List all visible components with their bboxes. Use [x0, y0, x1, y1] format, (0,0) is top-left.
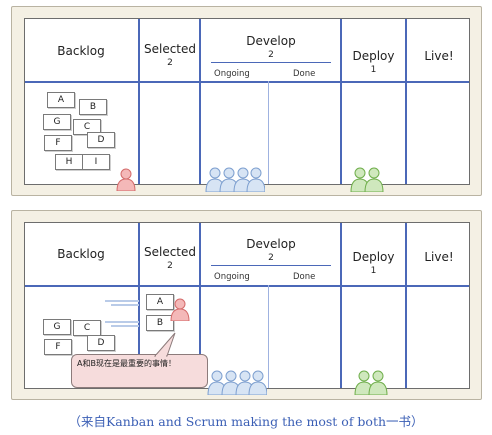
card-d: D	[87, 132, 115, 148]
kanban-panel-top: Backlog Selected 2 Develop 2 Ongoing Don…	[11, 6, 482, 196]
column-divider	[340, 19, 342, 184]
card-f: F	[44, 135, 72, 151]
column-title-backlog: Backlog	[57, 247, 105, 261]
column-title-backlog: Backlog	[57, 44, 105, 58]
subcolumn-done: Done	[293, 272, 316, 282]
people-blue-group-icon	[207, 370, 267, 395]
column-divider	[340, 223, 342, 388]
move-arrows-icon	[105, 300, 139, 327]
column-limit-deploy: 1	[370, 266, 377, 276]
card-h: H	[55, 154, 83, 170]
subcolumn-ongoing: Ongoing	[214, 272, 250, 282]
column-divider	[405, 19, 407, 184]
kanban-panel-bottom: Backlog Selected 2 Develop 2 Ongoing Don…	[11, 210, 482, 400]
column-title-deploy: Deploy	[352, 250, 395, 264]
column-title-develop: Develop	[246, 237, 296, 251]
card-f: F	[44, 339, 72, 355]
header-divider	[25, 81, 469, 83]
people-green-group-icon	[350, 167, 384, 192]
column-title-live: Live!	[424, 49, 454, 63]
subcolumn-divider	[268, 285, 269, 388]
card-c: C	[73, 320, 101, 336]
card-b: B	[146, 315, 174, 331]
column-limit-deploy: 1	[370, 65, 377, 75]
speech-bubble-tail	[153, 332, 176, 357]
column-limit-selected: 2	[167, 58, 173, 68]
column-title-develop: Develop	[246, 34, 296, 48]
header-divider	[25, 285, 469, 287]
person-red-icon	[116, 168, 136, 191]
develop-underline	[211, 265, 331, 266]
column-divider	[199, 19, 201, 184]
people-green-group-icon	[354, 370, 388, 395]
subcolumn-ongoing: Ongoing	[214, 69, 250, 79]
figure-caption: （来自Kanban and Scrum making the most of b…	[68, 414, 424, 429]
speech-bubble: A和B现在是最重要的事情！	[71, 354, 208, 388]
card-a: A	[146, 294, 174, 310]
kanban-board-bottom: Backlog Selected 2 Develop 2 Ongoing Don…	[24, 222, 470, 395]
column-divider	[405, 223, 407, 388]
card-b: B	[79, 99, 107, 115]
column-title-selected: Selected	[143, 42, 197, 56]
column-title-deploy: Deploy	[352, 49, 395, 63]
people-blue-group-icon	[205, 167, 265, 192]
column-limit-develop: 2	[268, 50, 274, 60]
column-limit-selected: 2	[167, 261, 173, 271]
card-g: G	[43, 114, 71, 130]
card-i: I	[82, 154, 110, 170]
develop-underline	[211, 62, 331, 63]
person-red-icon	[170, 298, 190, 321]
column-divider	[138, 19, 140, 184]
column-title-live: Live!	[424, 250, 454, 264]
card-d: D	[87, 335, 115, 351]
subcolumn-divider	[268, 81, 269, 184]
column-divider	[199, 223, 201, 388]
column-limit-develop: 2	[268, 253, 274, 263]
subcolumn-done: Done	[293, 69, 316, 79]
card-a: A	[47, 92, 75, 108]
card-g: G	[43, 319, 71, 335]
kanban-board-top: Backlog Selected 2 Develop 2 Ongoing Don…	[24, 18, 470, 192]
column-title-selected: Selected	[143, 245, 197, 259]
